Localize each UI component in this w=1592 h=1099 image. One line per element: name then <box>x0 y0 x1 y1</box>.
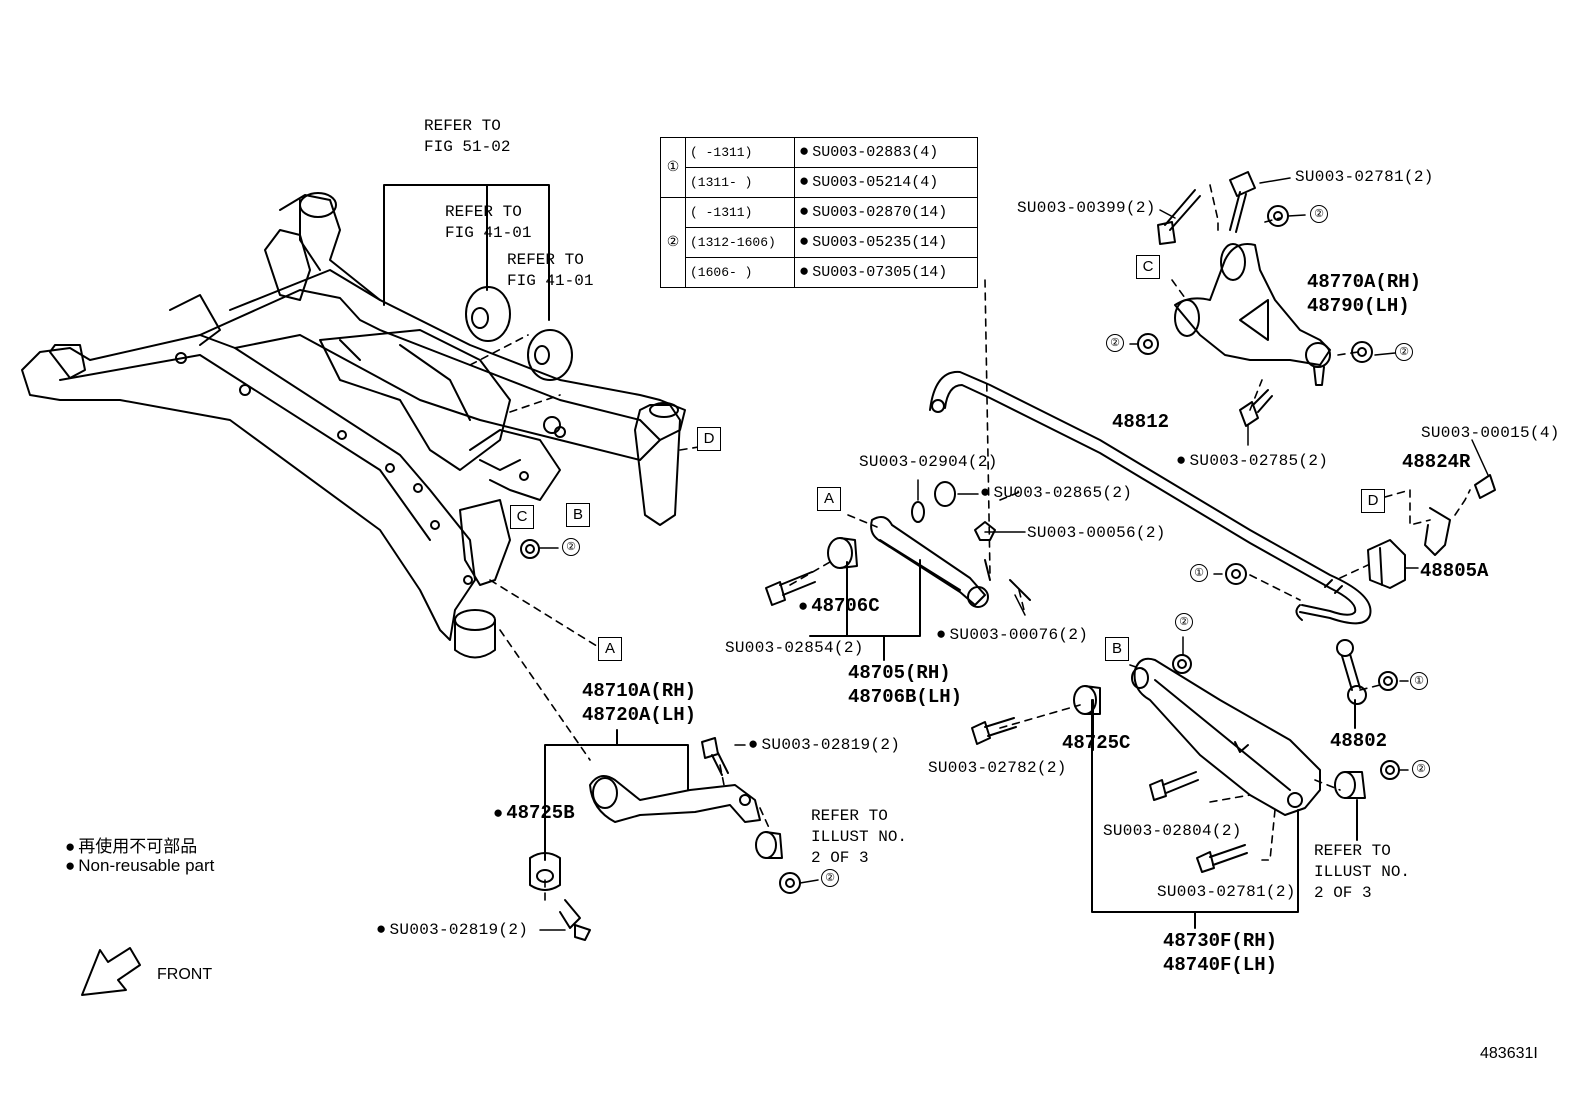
circled-2: ② <box>1106 334 1124 352</box>
circled-1: ① <box>1410 672 1428 690</box>
group-2-symbol: ② <box>660 197 686 288</box>
legend-line-english: Non-reusable part <box>65 856 214 876</box>
spec-range: (1312-1606) <box>685 227 795 258</box>
circled-2: ② <box>1310 205 1328 223</box>
circled-2: ② <box>562 538 580 556</box>
circled-2: ② <box>1175 613 1193 631</box>
spec-range: ( -1311) <box>685 197 795 228</box>
spec-range: ( -1311) <box>685 137 795 168</box>
bolt-su003-02854: SU003-02854(2) <box>725 639 864 657</box>
part-48812: 48812 <box>1112 411 1170 433</box>
part-48725b: 48725B <box>493 802 574 826</box>
spec-part: SU003-02870(14) <box>794 197 978 228</box>
part-48790: 48790(LH) <box>1307 295 1410 317</box>
upper-arm-drawing <box>1137 171 1373 427</box>
bolt-su003-02785: SU003-02785(2) <box>1176 452 1328 471</box>
part-48740f: 48740F(LH) <box>1163 954 1278 976</box>
front-label: FRONT <box>157 966 213 983</box>
bolt-su003-02782: SU003-02782(2) <box>928 759 1067 777</box>
washer-su003-02904: SU003-02904(2) <box>859 453 998 471</box>
spec-part: SU003-07305(14) <box>794 257 978 288</box>
refer-fig-41-01-a: REFER TO FIG 41-01 <box>445 203 532 242</box>
callout-box-d: D <box>697 427 721 451</box>
part-48710a: 48710A(RH) <box>582 680 697 702</box>
refer-illust-left: REFER TO ILLUST NO. 2 OF 3 <box>811 807 908 867</box>
legend-line-japanese: 再使用不可部品 <box>65 832 197 857</box>
part-48705: 48705(RH) <box>848 662 951 684</box>
callout-box-c: C <box>510 505 534 529</box>
bolt-su003-02819-bottom: SU003-02819(2) <box>376 921 528 940</box>
callout-box-a: A <box>817 487 841 511</box>
collar-su003-02865: SU003-02865(2) <box>980 484 1132 503</box>
spec-range: (1311- ) <box>685 167 795 198</box>
bolt-su003-02781-bottom: SU003-02781(2) <box>1157 883 1296 901</box>
subframe-drawing <box>21 192 686 659</box>
circled-2: ② <box>821 869 839 887</box>
figure-id: 483631I <box>1480 1045 1538 1062</box>
spec-part: SU003-02883(4) <box>794 137 978 168</box>
bolt-su003-02804: SU003-02804(2) <box>1103 822 1242 840</box>
circled-2: ② <box>1412 760 1430 778</box>
nut-su003-00056: SU003-00056(2) <box>1027 524 1166 542</box>
circled-1: ① <box>1190 564 1208 582</box>
callout-box-c: C <box>1136 255 1160 279</box>
part-48802: 48802 <box>1330 730 1388 752</box>
bolt-su003-00399: SU003-00399(2) <box>1017 199 1156 217</box>
stabilizer-bar-drawing <box>929 370 1496 705</box>
part-48824r: 48824R <box>1402 451 1471 473</box>
refer-illust-right: REFER TO ILLUST NO. 2 OF 3 <box>1314 842 1411 902</box>
spec-range: (1606- ) <box>685 257 795 288</box>
part-48770a: 48770A(RH) <box>1307 271 1422 293</box>
callout-box-b: B <box>566 503 590 527</box>
part-48720a: 48720A(LH) <box>582 704 697 726</box>
spec-part: SU003-05235(14) <box>794 227 978 258</box>
refer-fig-51-02: REFER TO FIG 51-02 <box>424 117 511 156</box>
callout-box-a: A <box>598 637 622 661</box>
callout-box-d: D <box>1361 489 1385 513</box>
part-48706c: 48706C <box>798 595 879 619</box>
circled-2: ② <box>1395 343 1413 361</box>
part-48706b: 48706B(LH) <box>848 686 963 708</box>
toe-arm-drawing <box>529 737 801 941</box>
part-48730f: 48730F(RH) <box>1163 930 1278 952</box>
pin-su003-00076: SU003-00076(2) <box>936 626 1088 645</box>
bolt-su003-00015: SU003-00015(4) <box>1421 424 1560 442</box>
part-48725c: 48725C <box>1062 732 1131 754</box>
callout-box-b: B <box>1105 637 1129 661</box>
group-1-symbol: ① <box>660 137 686 198</box>
refer-fig-41-01-b: REFER TO FIG 41-01 <box>507 251 594 290</box>
part-48805a: 48805A <box>1420 560 1489 582</box>
bolt-su003-02819-top: SU003-02819(2) <box>748 736 900 755</box>
front-arrow <box>81 947 141 996</box>
spec-part: SU003-05214(4) <box>794 167 978 198</box>
bolt-su003-02781-top: SU003-02781(2) <box>1295 168 1434 186</box>
spec-table: ① ( -1311) SU003-02883(4) (1311- ) SU003… <box>660 137 978 288</box>
